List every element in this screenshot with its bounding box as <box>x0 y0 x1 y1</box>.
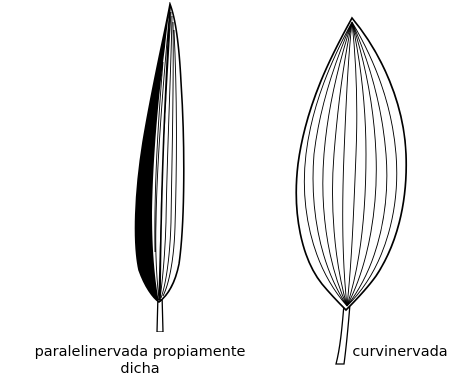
curved-leaf-caption-text: curvinervada <box>345 344 455 361</box>
parallel-leaf-caption: paralelinervada propiamente dicha <box>0 344 280 378</box>
parallel-leaf-caption-line2: dicha <box>0 361 280 378</box>
blade-outline <box>296 18 406 310</box>
curve-veined-leaf-illustration <box>292 14 414 366</box>
parallel-leaf-caption-line1: paralelinervada propiamente <box>0 344 280 361</box>
parallel-veined-leaf-illustration <box>125 2 195 332</box>
curved-leaf-caption: curvinervada <box>345 344 455 361</box>
